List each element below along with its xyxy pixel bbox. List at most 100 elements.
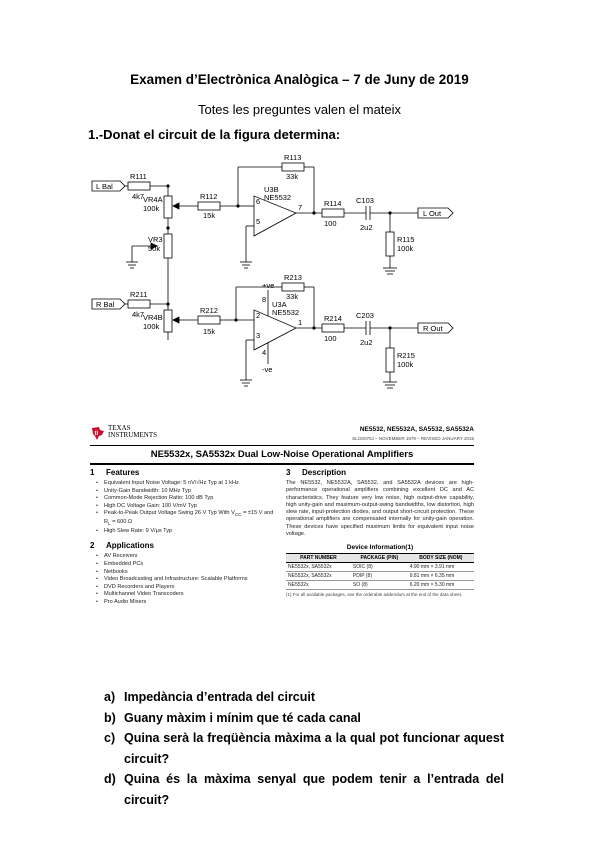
- table-row: NE5532x, SA5532x PDIP (8) 9.81 mm × 6.35…: [286, 571, 474, 582]
- vr4b-pot: [163, 309, 173, 333]
- list-item: High DC Voltage Gain: 100 V/mV Typ: [96, 503, 275, 511]
- vr4a-pot: [163, 195, 173, 219]
- r112-resistor: [197, 201, 221, 211]
- datasheet-rule: [90, 445, 474, 446]
- u3a-pin-inv: 2: [256, 311, 260, 320]
- list-item: Pro Audio Mixers: [96, 599, 275, 607]
- datasheet-title: NE5532x, SA5532x Dual Low-Noise Operatio…: [150, 449, 414, 460]
- r111-ref: R111: [130, 172, 147, 181]
- list-item: Multichannel Video Transcoders: [96, 591, 275, 599]
- r211-resistor: [127, 299, 151, 309]
- u3b-pin-out: 7: [298, 203, 302, 212]
- r111-resistor: [127, 181, 151, 191]
- u3b-pin-inv: 6: [256, 197, 260, 206]
- vr3-ref: VR3: [148, 235, 163, 244]
- r-out-flag: [417, 322, 454, 334]
- table-cell: NE5532x, SA5532x: [286, 562, 351, 573]
- sub-question-text: Quina és la màxima senyal que podem teni…: [124, 772, 504, 807]
- u3a-pin-noninv: 3: [256, 331, 260, 340]
- r214-resistor: [321, 323, 345, 333]
- r215-resistor: [385, 347, 395, 373]
- vr4b-value: 100k: [143, 322, 160, 331]
- r112-ref: R112: [200, 192, 217, 201]
- r215-value: 100k: [397, 360, 414, 369]
- list-item: AV Receivers: [96, 553, 275, 561]
- sub-question-label: a): [104, 690, 116, 704]
- u3a-pin-out: 1: [298, 318, 302, 327]
- list-item: DVD Recorders and Players: [96, 584, 275, 592]
- description-text: The NE5532, NE5532A, SA5532, and SA5532A…: [286, 480, 474, 538]
- description-number: 3: [286, 468, 291, 477]
- table-header-cell: PACKAGE (PIN): [350, 553, 408, 564]
- u3b-value: NE5532: [264, 193, 291, 202]
- datasheet-excerpt: ti TEXAS INSTRUMENTS NE5532, NE5532A, SA…: [90, 423, 474, 681]
- table-cell: 9.81 mm × 6.35 mm: [407, 571, 474, 582]
- sub-questions-list: a) Impedància d’entrada del circuit b) G…: [104, 687, 504, 810]
- table-cell: 4.90 mm × 3.91 mm: [407, 562, 474, 573]
- c203-ref: C203: [356, 311, 374, 320]
- r113-ref: R113: [284, 153, 301, 162]
- ti-brand-line1: TEXAS: [108, 424, 131, 432]
- table-cell: NE5532x, SA5532x: [286, 571, 351, 582]
- table-cell: 6.20 mm × 5.30 mm: [407, 580, 474, 591]
- svg-text:ti: ti: [95, 431, 99, 437]
- list-item: Netbooks: [96, 569, 275, 577]
- table-header-cell: BODY SIZE (NOM): [407, 553, 474, 564]
- r113-value: 33k: [286, 172, 298, 181]
- r212-ref: R212: [200, 306, 218, 315]
- list-item: a) Impedància d’entrada del circuit: [104, 687, 504, 708]
- sub-question-label: d): [104, 772, 116, 786]
- r215-ref: R215: [397, 351, 415, 360]
- r114-resistor: [321, 208, 345, 218]
- table-header-cell: PART NUMBER: [286, 553, 351, 564]
- r-out-label: R Out: [423, 324, 444, 333]
- list-item: d) Quina és la màxima senyal que podem t…: [104, 769, 504, 810]
- list-item: Video Broadcasting and Infrastructure: S…: [96, 576, 275, 584]
- list-item: Unity-Gain Bandwidth: 10 MHz Typ: [96, 488, 275, 496]
- vr3-pot: [163, 233, 173, 259]
- exam-title: Examen d’Electrònica Analògica – 7 de Ju…: [130, 72, 469, 87]
- u3b-pin-noninv: 5: [256, 217, 260, 226]
- vr4b-ref: VR4B: [143, 313, 163, 322]
- list-item: Peak-to-Peak Output Voltage Swing 26 V T…: [96, 510, 275, 527]
- r212-resistor: [197, 315, 221, 325]
- table-cell: PDIP (8): [350, 571, 408, 582]
- negative-supply-label: -ve: [262, 365, 272, 374]
- device-info-table: PART NUMBER PACKAGE (PIN) BODY SIZE (NOM…: [286, 553, 474, 591]
- sub-question-text: Quina serà la freqüència màxima a la qua…: [124, 731, 504, 766]
- c103-value: 2u2: [360, 223, 373, 232]
- datasheet-rule-thick: [90, 463, 474, 465]
- r115-resistor: [385, 231, 395, 257]
- r213-ref: R213: [284, 273, 302, 282]
- u3a-pin-gnd: 4: [262, 348, 266, 357]
- question-1: 1.-Donat el circuit de la figura determi…: [88, 127, 341, 142]
- r114-value: 100: [324, 219, 337, 228]
- list-item: b) Guany màxim i mínim que té cada canal: [104, 708, 504, 729]
- datasheet-part-numbers: NE5532, NE5532A, SA5532, SA5532A: [359, 426, 474, 433]
- l-bal-label: L Bal: [96, 182, 113, 191]
- features-list: Equivalent Input Noise Voltage: 5 nV/√Hz…: [90, 480, 275, 535]
- datasheet-header: ti TEXAS INSTRUMENTS NE5532, NE5532A, SA…: [90, 423, 474, 445]
- features-number: 1: [90, 468, 95, 477]
- sub-question-label: c): [104, 731, 116, 745]
- r214-value: 100: [324, 334, 337, 343]
- r-bal-input-flag: [91, 298, 126, 310]
- u3a-ref: U3A: [272, 300, 287, 309]
- list-item: High Slew Rate: 9 V/μs Typ: [96, 528, 275, 536]
- r111-value: 4k7: [132, 192, 144, 201]
- list-item: Equivalent Input Noise Voltage: 5 nV/√Hz…: [96, 480, 275, 488]
- u3a-value: NE5532: [272, 308, 299, 317]
- r114-ref: R114: [324, 199, 341, 208]
- vr4a-value: 100k: [143, 204, 160, 213]
- vr3-value: 50k: [148, 244, 160, 253]
- list-item: c) Quina serà la freqüència màxima a la …: [104, 728, 504, 769]
- r211-value: 4k7: [132, 310, 144, 319]
- r211-ref: R211: [130, 290, 147, 299]
- table-row: NE5532x SO (8) 6.20 mm × 5.30 mm: [286, 580, 474, 591]
- circuit-schematic: L Bal R Bal L Out R Out R111 4k7 VR4A 10…: [91, 153, 454, 389]
- u3a-pin-v: 8: [262, 295, 266, 304]
